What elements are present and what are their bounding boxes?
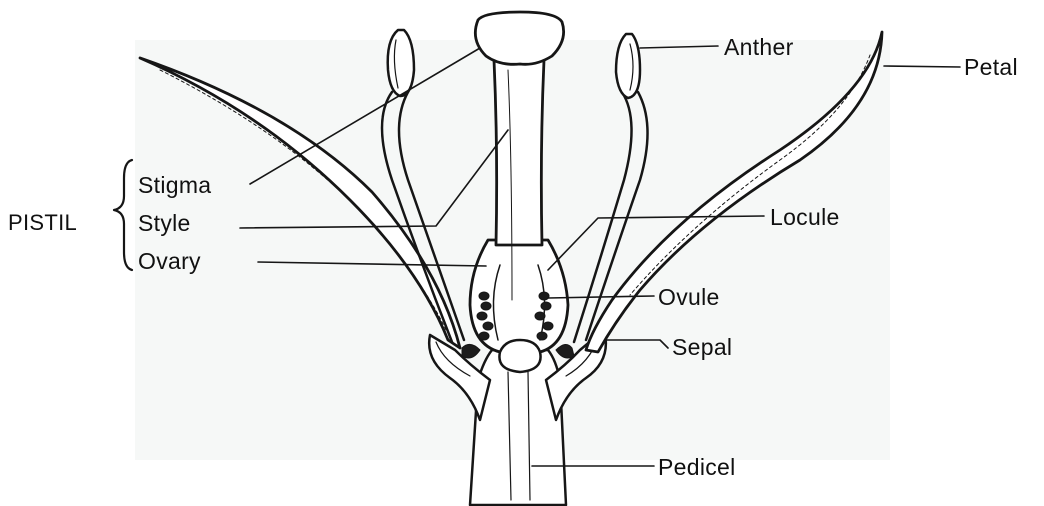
petal-left [140,58,460,348]
style-label: Style [138,212,191,235]
anther-leader [640,46,718,48]
stigma-leader [250,48,480,184]
anther-label: Anther [724,36,794,59]
ovule-label: Ovule [658,286,720,309]
locule-label: Locule [770,206,840,229]
pistil-group-label: PISTIL [8,212,77,234]
pedicel-label: Pedicel [658,456,736,479]
sepal-leader [606,340,668,348]
petal-label: Petal [964,56,1018,79]
pistil-bracket [114,160,132,270]
ovary-label: Ovary [138,250,201,273]
stigma-label: Stigma [138,174,211,197]
petal-leader [884,66,960,67]
stamen-left [382,30,464,342]
pedicel-stalk [470,350,566,505]
ovary-leader [258,262,486,266]
sepal-label: Sepal [672,336,732,359]
